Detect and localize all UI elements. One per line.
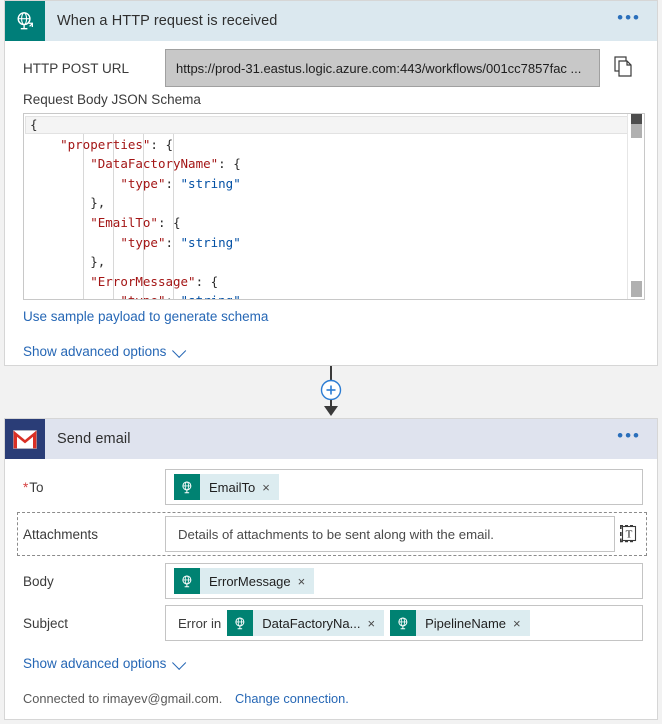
connection-status-text: Connected to rimayev@gmail.com. [23,691,223,706]
code-line: "type": "string" [120,234,241,250]
subject-input[interactable]: Error in DataFactoryNa... × [165,605,643,641]
token-remove-icon[interactable]: × [513,615,521,631]
scrollbar-thumb[interactable] [631,124,642,138]
token-remove-icon[interactable]: × [262,479,270,495]
body-input[interactable]: ErrorMessage × [165,563,643,599]
attachments-placeholder: Details of attachments to be sent along … [178,526,494,542]
mail-advanced-options-toggle[interactable]: Show advanced options [23,655,187,671]
code-line: "ErrorMessage": { [90,273,219,289]
trigger-menu-button[interactable]: ••• [617,8,641,27]
mail-advanced-options-label: Show advanced options [23,656,167,671]
to-input[interactable]: EmailTo × [165,469,643,505]
token-remove-icon[interactable]: × [367,615,376,631]
trigger-card-header[interactable]: When a HTTP request is received ••• [5,1,657,41]
step-connector [311,366,351,418]
required-asterisk: * [23,479,29,495]
subject-prefix-text: Error in [178,615,222,631]
attachments-label: Attachments [23,526,99,542]
request-body-schema-label: Request Body JSON Schema [23,92,201,107]
scroll-up-arrow[interactable] [631,114,642,124]
attachments-input[interactable]: Details of attachments to be sent along … [165,516,615,552]
json-schema-editor[interactable]: { "properties": { "DataFactoryName": { "… [23,113,645,300]
code-line: }, [90,195,106,211]
trigger-title: When a HTTP request is received [57,13,278,29]
code-line: "type": "string" [24,291,628,299]
attachments-field-row: Attachments Details of attachments to be… [5,512,657,556]
trigger-advanced-options-label: Show advanced options [23,344,167,359]
http-request-icon [5,1,45,41]
code-line: "properties": { [60,136,173,152]
editor-scrollbar[interactable] [627,114,644,299]
to-label-text: To [29,479,44,495]
token-label: DataFactoryNa... [262,615,361,631]
token-chip-errormessage[interactable]: ErrorMessage × [174,568,315,594]
token-icon [390,610,417,636]
code-line: }, [90,254,106,270]
to-label: *To [5,480,165,495]
token-icon [174,474,200,500]
token-label: ErrorMessage [209,573,291,589]
scroll-down-arrow[interactable] [631,281,642,297]
indent-guide [83,134,84,299]
body-field-row: Body ErrorMessage × [5,561,657,601]
gmail-icon [5,419,45,459]
token-icon [227,610,254,636]
token-label: PipelineName [425,615,507,631]
chevron-down-icon [172,655,187,670]
copy-icon[interactable] [614,55,634,81]
send-email-title: Send email [57,431,131,447]
chevron-down-icon [172,343,187,358]
attachments-focus-outline [17,512,647,556]
indent-guide [173,134,174,299]
subject-field-row: Subject Error in DataFactoryNa... [5,603,657,643]
token-chip-pipelinename[interactable]: PipelineName × [390,610,530,636]
svg-text:T: T [626,529,633,541]
code-line: { [30,117,38,132]
json-schema-code[interactable]: { "properties": { "DataFactoryName": { "… [24,114,628,299]
code-line: "DataFactoryName": { [90,156,241,172]
indent-guide [143,134,144,299]
token-chip-emailto[interactable]: EmailTo × [174,474,279,500]
to-field-row: *To EmailTo × [5,467,657,507]
http-post-url-field[interactable]: https://prod-31.eastus.logic.azure.com:4… [165,49,600,87]
token-remove-icon[interactable]: × [297,573,306,589]
token-chip-datafactoryname[interactable]: DataFactoryNa... × [227,610,385,636]
dynamic-content-icon[interactable]: T [620,523,639,547]
code-line: "EmailTo": { [90,214,181,230]
send-email-card-header[interactable]: Send email ••• [5,419,657,459]
send-email-menu-button[interactable]: ••• [617,426,641,445]
use-sample-payload-link[interactable]: Use sample payload to generate schema [23,309,269,324]
trigger-advanced-options-toggle[interactable]: Show advanced options [23,343,187,359]
indent-guide [113,134,114,299]
body-label: Body [23,573,54,589]
change-connection-link[interactable]: Change connection. [235,691,349,706]
trigger-card: When a HTTP request is received ••• HTTP… [4,0,658,366]
token-label: EmailTo [209,479,256,495]
send-email-card: Send email ••• *To Emai [4,418,658,720]
token-icon [174,568,200,594]
http-post-url-row: HTTP POST URL https://prod-31.eastus.log… [5,47,659,89]
code-line: "type": "string" [120,175,241,191]
http-post-url-label: HTTP POST URL [23,60,130,76]
subject-label: Subject [23,615,69,631]
